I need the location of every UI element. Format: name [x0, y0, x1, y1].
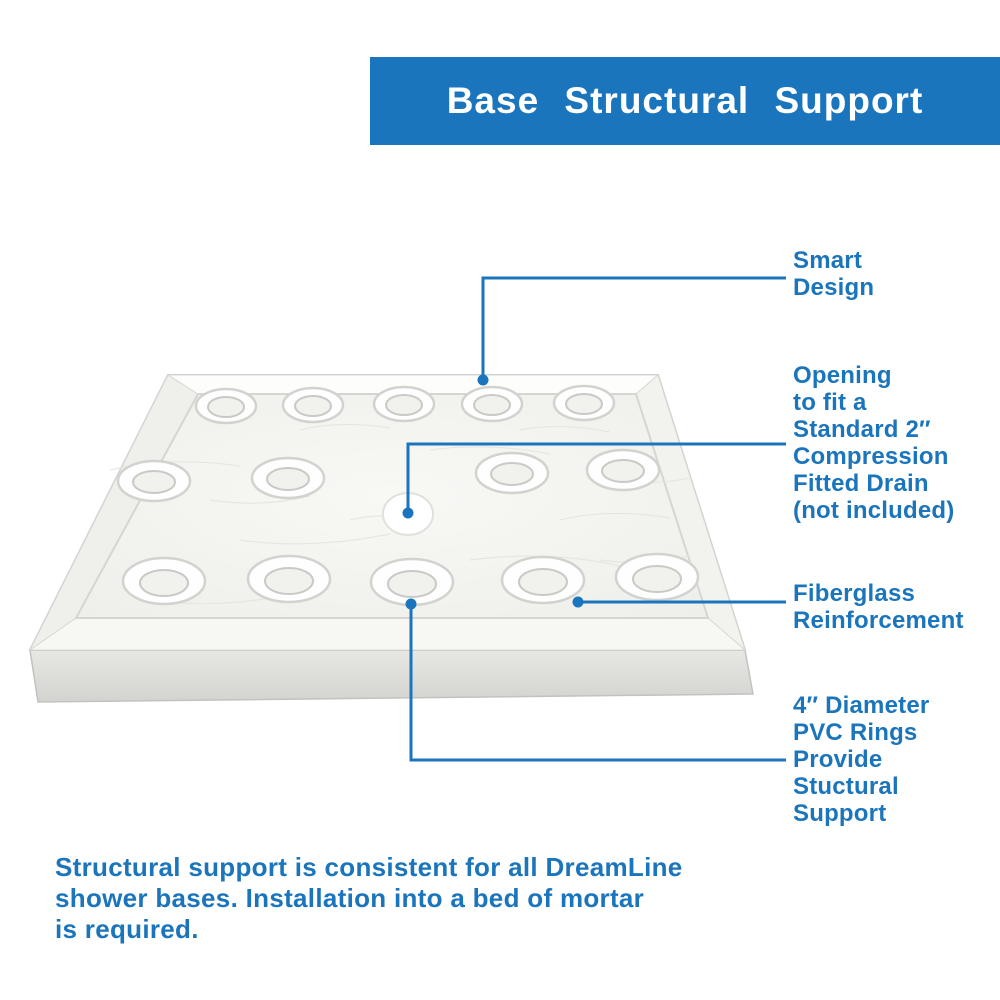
footer-note: Structural support is consistent for all…: [55, 852, 683, 944]
pvc-ring: [460, 385, 524, 423]
pan-front-face: [29, 649, 754, 703]
callout-dot-pvc-rings: [405, 598, 417, 610]
pvc-ring: [614, 552, 700, 602]
pvc-ring: [585, 448, 661, 492]
pvc-ring: [474, 451, 550, 495]
callout-dot-drain: [402, 507, 414, 519]
pvc-ring: [194, 387, 258, 425]
callout-lines: [406, 276, 786, 762]
callout-line-drain: [406, 442, 786, 512]
pvc-ring: [281, 386, 345, 424]
pvc-ring: [246, 554, 332, 604]
pvc-ring: [372, 385, 436, 423]
page-title: Base Structural Support: [446, 80, 924, 121]
pan-rim-front: [28, 617, 747, 651]
callout-label-fiberglass-reinforcement: Fiberglass Reinforcement: [793, 580, 964, 634]
callout-dots: [402, 374, 584, 610]
callout-line-pvc-rings: [409, 604, 786, 762]
callout-dot-fiberglass: [572, 596, 584, 608]
pvc-ring: [369, 557, 455, 607]
callout-line-smart-design: [481, 276, 786, 380]
pvc-ring: [121, 556, 207, 606]
pvc-ring: [116, 459, 192, 503]
pvc-ring: [552, 384, 616, 422]
callout-label-pvc-rings: 4″ Diameter PVC Rings Provide Stuctural …: [793, 692, 930, 827]
fiberglass-texture: [109, 423, 691, 605]
pvc-ring: [500, 555, 586, 605]
pvc-ring: [250, 456, 326, 500]
callout-dot-smart-design: [477, 374, 489, 386]
callout-label-smart-design: Smart Design: [793, 247, 875, 301]
shower-pan: [28, 374, 754, 703]
title-banner: Base Structural Support: [370, 57, 1000, 145]
callout-label-drain-opening: Opening to fit a Standard 2″ Compression…: [793, 362, 955, 524]
